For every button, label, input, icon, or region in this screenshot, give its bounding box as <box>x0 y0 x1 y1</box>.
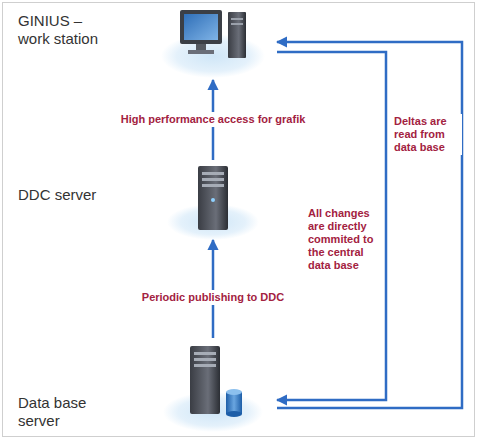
connector-arrow <box>212 240 215 338</box>
connector-label: High performance access for grafik <box>119 112 308 127</box>
connector-label: Periodic publishing to DDC <box>140 290 286 305</box>
connector-arrow <box>277 52 386 400</box>
connector-label: Deltas are read from data base <box>392 114 462 155</box>
connector-label: All changes are directly commited to the… <box>306 206 384 273</box>
workstation-icon <box>161 10 265 78</box>
server-node: DDC server <box>12 160 277 240</box>
node-label: Data base server <box>18 394 94 430</box>
database-server-icon <box>163 346 263 432</box>
node-label: GINIUS – work station <box>18 12 110 48</box>
node-label: DDC server <box>18 186 138 204</box>
connector-arrow <box>277 42 462 408</box>
server-node: Data base server <box>12 338 277 434</box>
server-node: GINIUS – work station <box>12 4 277 80</box>
ddc-server-icon <box>167 166 259 240</box>
